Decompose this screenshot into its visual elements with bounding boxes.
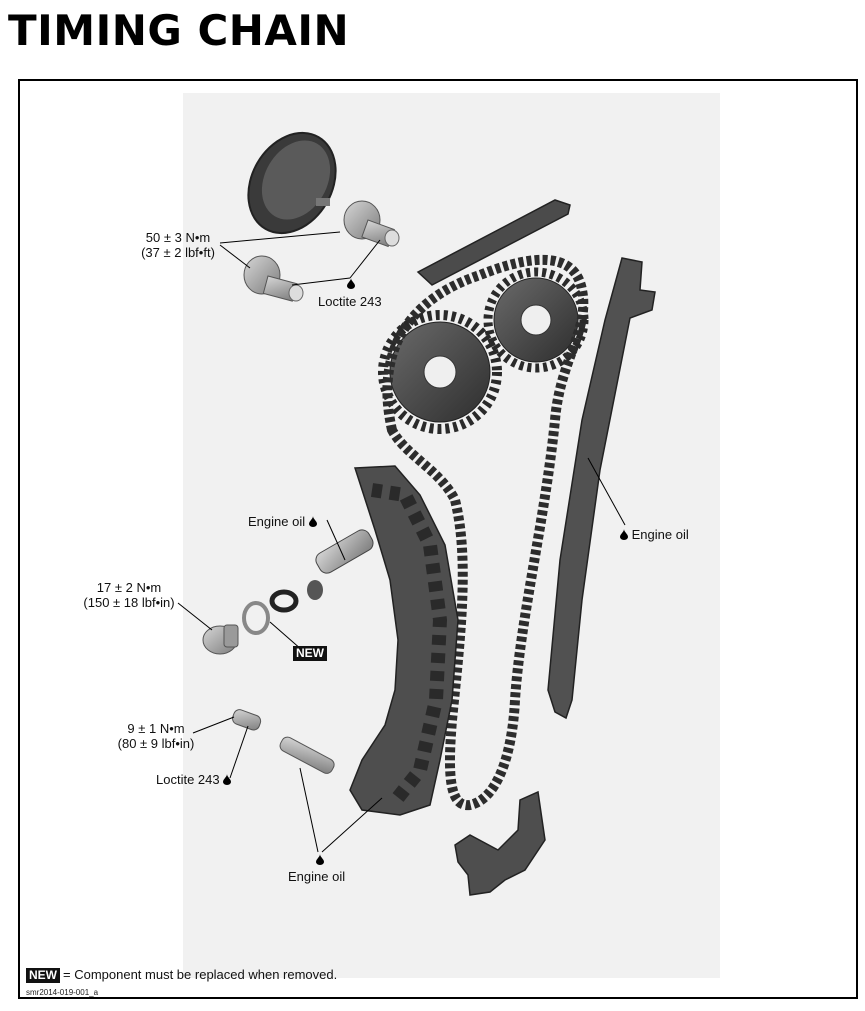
camshaft-bolt-lower bbox=[243, 255, 304, 302]
torque-label-camshaft-bolts: 50 ± 3 N•m (37 ± 2 lbf•ft) bbox=[130, 230, 226, 260]
illustration-background bbox=[183, 93, 720, 978]
engine-oil-label-pins: Engine oil bbox=[288, 854, 345, 884]
reference-code: smr2014-019-001_a bbox=[26, 988, 99, 997]
oil-drop-icon bbox=[308, 514, 317, 529]
oil-drop-icon bbox=[347, 276, 355, 291]
page-title: TIMING CHAIN bbox=[8, 6, 350, 55]
legend: NEW= Component must be replaced when rem… bbox=[26, 967, 337, 983]
oil-drop-icon bbox=[316, 852, 324, 867]
camshaft-sprocket-right bbox=[483, 267, 589, 373]
timing-chain bbox=[382, 254, 589, 811]
tensioner-plunger bbox=[307, 529, 374, 600]
tensioner-plug-screw bbox=[202, 624, 239, 655]
new-badge: NEW bbox=[293, 646, 327, 661]
legend-text: = Component must be replaced when remove… bbox=[63, 967, 338, 982]
torque-label-plug-screw: 17 ± 2 N•m (150 ± 18 lbf•in) bbox=[83, 580, 175, 610]
sealing-washer bbox=[242, 601, 270, 635]
torque-label-guide-pin: 9 ± 1 N•m (80 ± 9 lbf•in) bbox=[117, 721, 195, 751]
cover-cap bbox=[247, 131, 337, 235]
tensioner-spring bbox=[269, 589, 299, 613]
guide-pin-long bbox=[279, 736, 335, 774]
upper-chain-guide bbox=[416, 199, 571, 286]
camshaft-sprocket-left bbox=[378, 310, 502, 434]
loctite-label-top: Loctite 243 bbox=[318, 278, 382, 309]
fixed-chain-guide bbox=[547, 257, 656, 720]
engine-oil-label-tensioner: Engine oil bbox=[248, 514, 317, 529]
guide-pin-short bbox=[232, 709, 262, 731]
legend-new-badge: NEW bbox=[26, 968, 60, 983]
loctite-label-bottom: Loctite 243 bbox=[156, 772, 232, 787]
leader-lines bbox=[177, 231, 626, 853]
oil-drop-icon bbox=[223, 772, 232, 787]
lower-chain-guide bbox=[454, 790, 546, 896]
torque-imperial-value: (37 ± 2 lbf•ft) bbox=[141, 245, 215, 260]
engine-oil-label-guide: Engine oil bbox=[620, 527, 689, 542]
camshaft-bolt-upper bbox=[343, 200, 400, 248]
oil-drop-icon bbox=[620, 527, 632, 542]
torque-nm-value: 50 ± 3 N•m bbox=[145, 230, 211, 245]
